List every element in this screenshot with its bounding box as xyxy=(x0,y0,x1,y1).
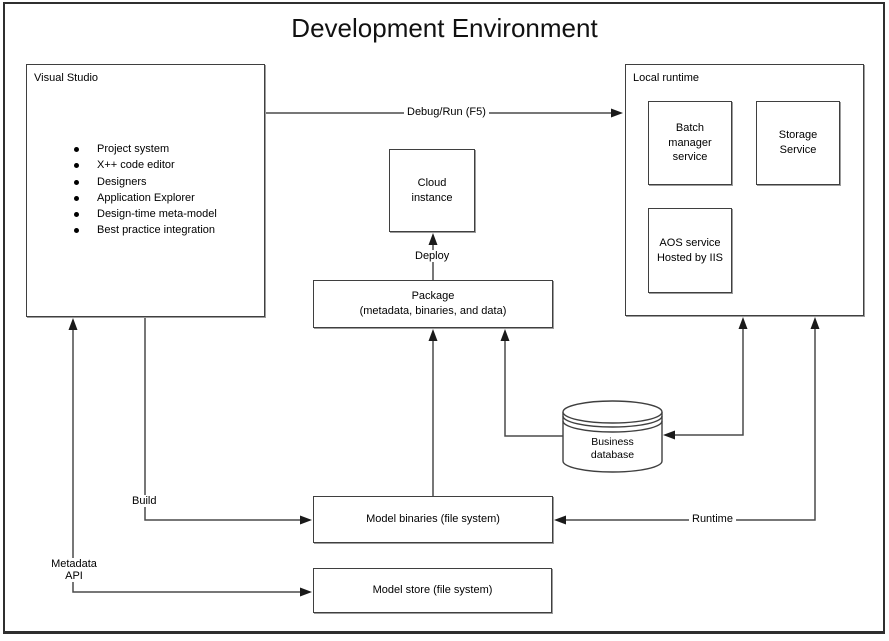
metadata-api-label: Metadata API xyxy=(44,558,104,582)
list-item: Designers xyxy=(27,175,217,191)
aos-service-label-line2: Hosted by IIS xyxy=(656,251,724,264)
list-item: Best practice integration xyxy=(27,223,217,239)
package-box: Package (metadata, binaries, and data) xyxy=(313,280,553,328)
package-label-line1: Package xyxy=(411,290,455,303)
model-binaries-label: Model binaries (file system) xyxy=(366,513,500,526)
list-item: X++ code editor xyxy=(27,158,217,174)
metadata-api-label-line2: API xyxy=(65,570,83,582)
list-item: Application Explorer xyxy=(27,191,217,207)
diagram-title: Development Environment xyxy=(291,13,598,43)
business-database-label: Business database xyxy=(590,436,635,462)
build-label: Build xyxy=(129,495,160,507)
list-item: Design-time meta-model xyxy=(27,207,217,223)
model-store-box: Model store (file system) xyxy=(313,568,552,613)
aos-service-box: AOS service Hosted by IIS xyxy=(648,208,732,293)
visual-studio-box: Visual Studio Project system X++ code ed… xyxy=(26,64,265,317)
model-binaries-box: Model binaries (file system) xyxy=(313,496,553,543)
list-item: Project system xyxy=(27,142,217,158)
metadata-api-label-line1: Metadata xyxy=(51,558,97,570)
database-runtime-arrow xyxy=(663,317,748,440)
cloud-instance-box: Cloud instance xyxy=(389,149,475,232)
debug-run-label: Debug/Run (F5) xyxy=(404,106,489,118)
batch-manager-service-box: Batch manager service xyxy=(648,101,732,185)
business-database-cylinder xyxy=(562,400,663,473)
database-to-package-arrow xyxy=(500,329,563,437)
local-runtime-label: Local runtime xyxy=(633,72,700,84)
batch-manager-service-label: Batch manager service xyxy=(668,121,712,164)
aos-service-label-line1: AOS service xyxy=(659,236,721,249)
storage-service-label: Storage Service xyxy=(778,129,818,156)
storage-service-box: Storage Service xyxy=(756,101,840,185)
metadata-api-arrow xyxy=(68,318,312,597)
runtime-label: Runtime xyxy=(689,513,736,525)
build-arrow xyxy=(144,318,312,525)
cloud-instance-label: Cloud instance xyxy=(411,176,453,204)
visual-studio-feature-list: Project system X++ code editor Designers… xyxy=(27,142,217,240)
model-store-label: Model store (file system) xyxy=(372,584,493,597)
runtime-arrow xyxy=(554,317,820,525)
deploy-label: Deploy xyxy=(412,250,453,262)
visual-studio-label: Visual Studio xyxy=(34,72,99,84)
package-label-line2: (metadata, binaries, and data) xyxy=(359,305,507,317)
binaries-to-package-arrow xyxy=(428,329,438,496)
